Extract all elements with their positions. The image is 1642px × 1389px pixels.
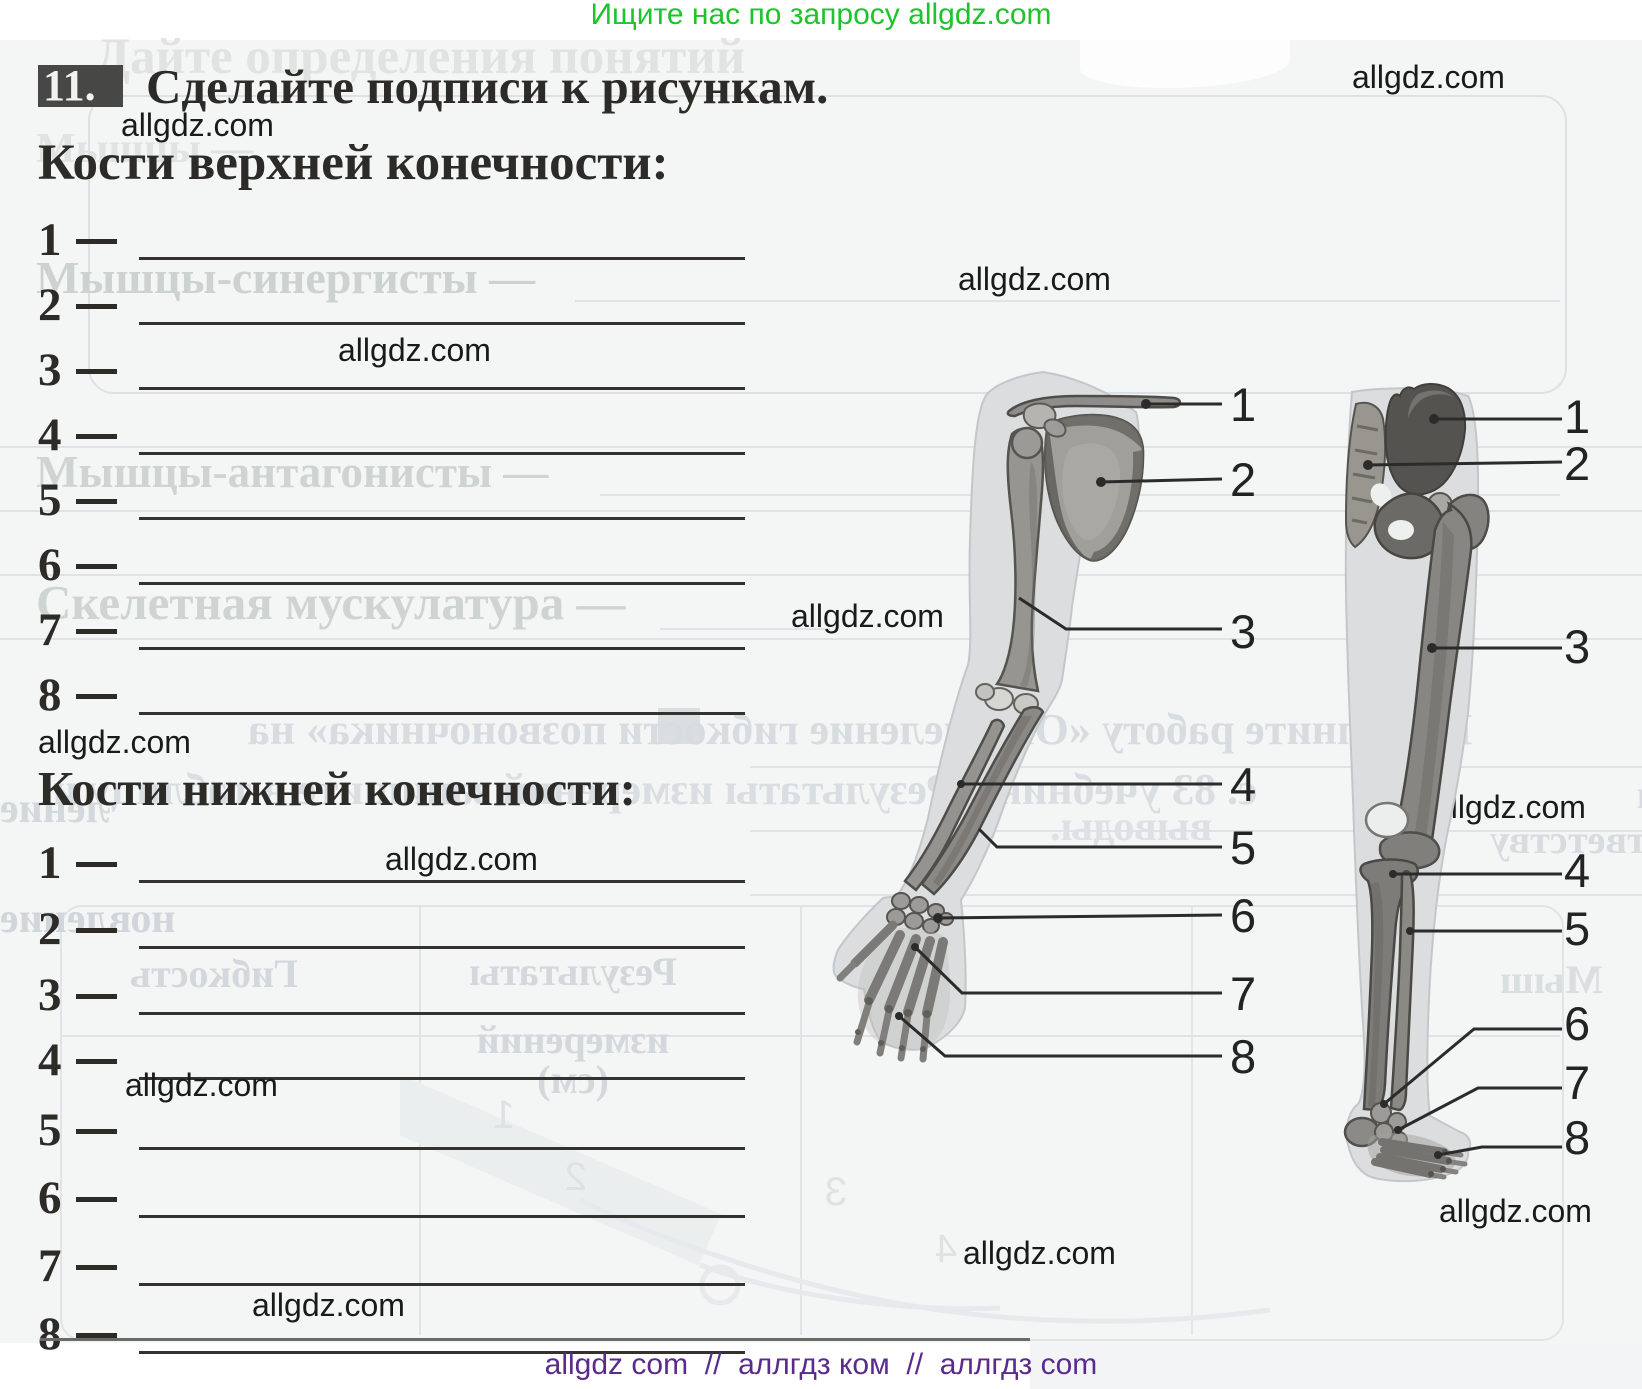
svg-text:5: 5 (1230, 821, 1256, 874)
svg-text:6: 6 (1564, 997, 1590, 1050)
svg-text:7: 7 (1230, 967, 1256, 1020)
svg-text:5: 5 (1564, 902, 1590, 955)
svg-text:2: 2 (1564, 437, 1590, 490)
svg-text:7: 7 (1564, 1056, 1590, 1109)
svg-text:4: 4 (935, 1227, 957, 1271)
svg-text:3: 3 (1230, 605, 1256, 658)
svg-text:6: 6 (1230, 889, 1256, 942)
svg-text:1: 1 (1230, 378, 1256, 431)
svg-text:1: 1 (493, 1093, 515, 1137)
svg-text:8: 8 (1230, 1030, 1256, 1083)
svg-text:2: 2 (565, 1155, 587, 1199)
svg-text:2: 2 (1230, 453, 1256, 506)
svg-text:4: 4 (1230, 758, 1256, 811)
svg-text:4: 4 (1564, 844, 1590, 897)
svg-text:3: 3 (1564, 620, 1590, 673)
svg-text:8: 8 (1564, 1111, 1590, 1164)
svg-text:3: 3 (825, 1170, 847, 1214)
svg-text:1: 1 (1564, 390, 1590, 443)
